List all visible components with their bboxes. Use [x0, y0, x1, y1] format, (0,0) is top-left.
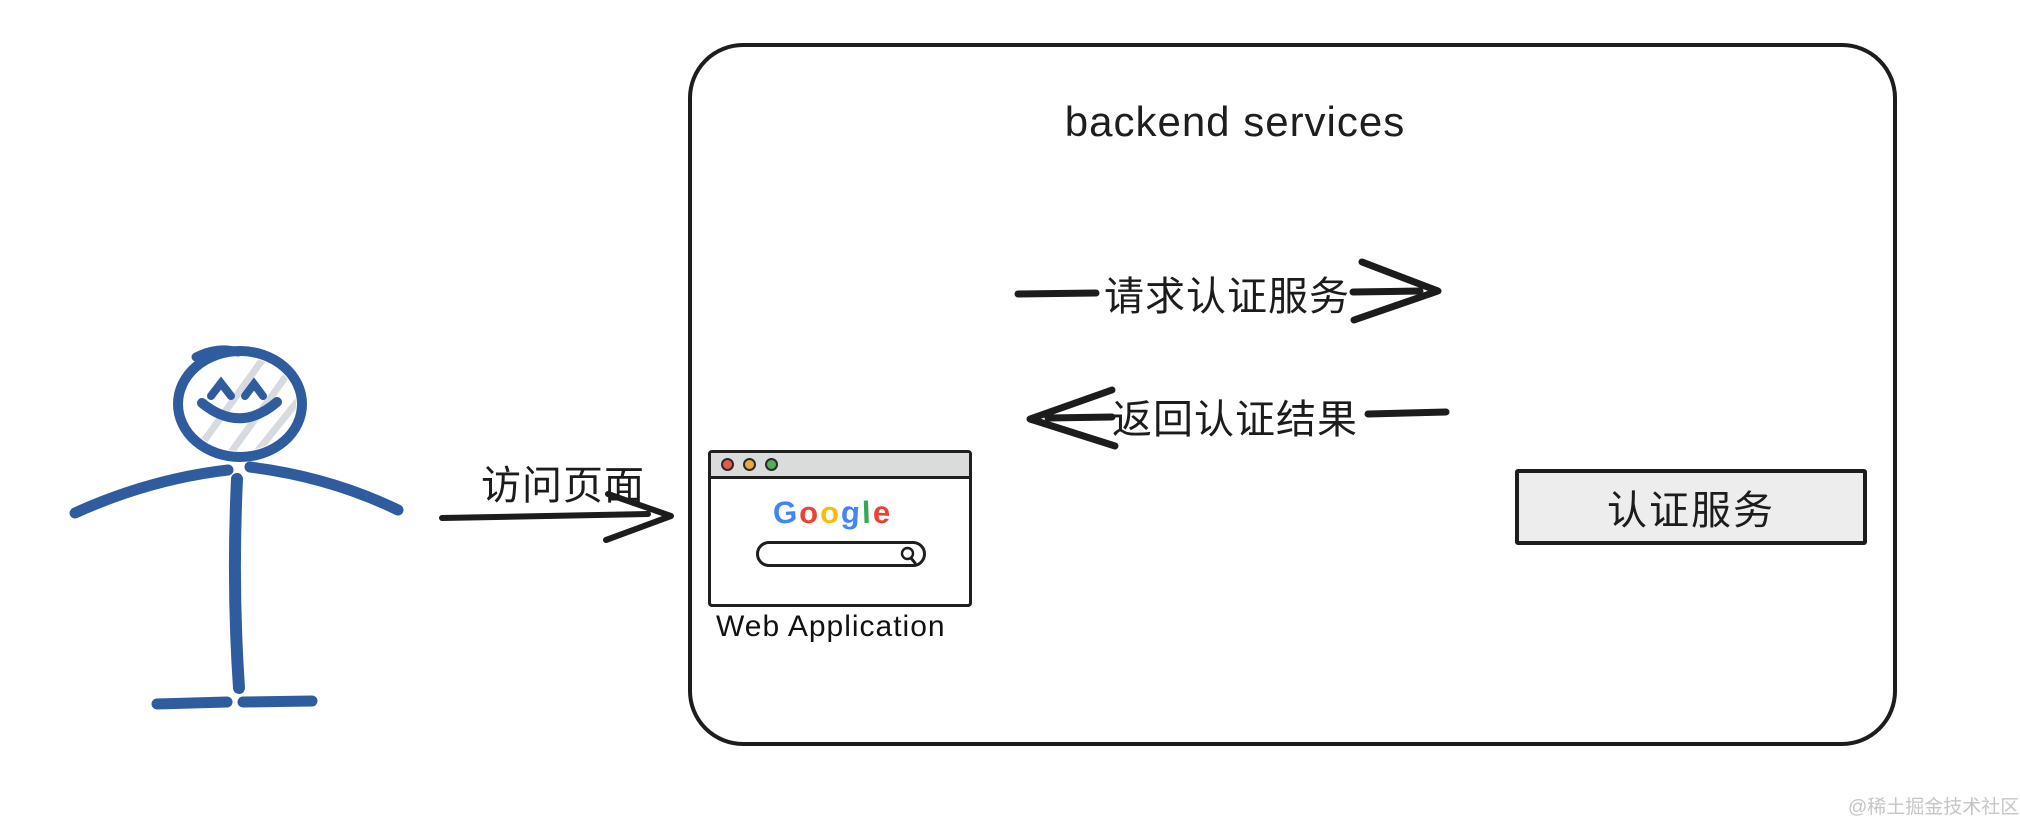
logo-letter: g [840, 494, 863, 531]
logo-letter: e [871, 494, 893, 531]
browser-caption: Web Application [716, 610, 946, 643]
backend-services-box [688, 43, 1897, 746]
traffic-light-red-icon [721, 458, 734, 471]
right-eye [241, 377, 267, 400]
head [173, 346, 307, 462]
logo-letter: G [771, 494, 801, 531]
left-foot [151, 696, 233, 710]
smile [197, 397, 282, 424]
auth-service-box: 认证服务 [1515, 469, 1867, 545]
logo-letter: l [861, 494, 874, 531]
browser-titlebar [711, 453, 969, 479]
traffic-light-yellow-icon [743, 458, 756, 471]
logo-letter: o [820, 495, 841, 530]
left-arm [69, 464, 234, 519]
left-eye [207, 376, 235, 400]
search-icon [900, 546, 917, 565]
face-hatch-lines [192, 357, 296, 451]
watermark: @稀土掘金技术社区 [1848, 797, 2020, 818]
body [228, 473, 245, 694]
user-figure [69, 345, 404, 710]
response-arrow-label: 返回认证结果 [1112, 398, 1358, 442]
browser-window: Google [708, 450, 972, 607]
head-top-stroke [191, 345, 243, 362]
right-arm [244, 461, 404, 516]
backend-services-title: backend services [1064, 98, 1406, 145]
google-logo: Google [771, 494, 893, 531]
logo-letter: o [799, 495, 821, 530]
search-input [756, 541, 926, 567]
right-foot [237, 695, 318, 708]
request-arrow-label: 请求认证服务 [1104, 275, 1350, 319]
auth-service-label: 认证服务 [1607, 489, 1775, 533]
traffic-light-green-icon [765, 458, 778, 471]
visit-arrow-label: 访问页面 [481, 464, 645, 508]
